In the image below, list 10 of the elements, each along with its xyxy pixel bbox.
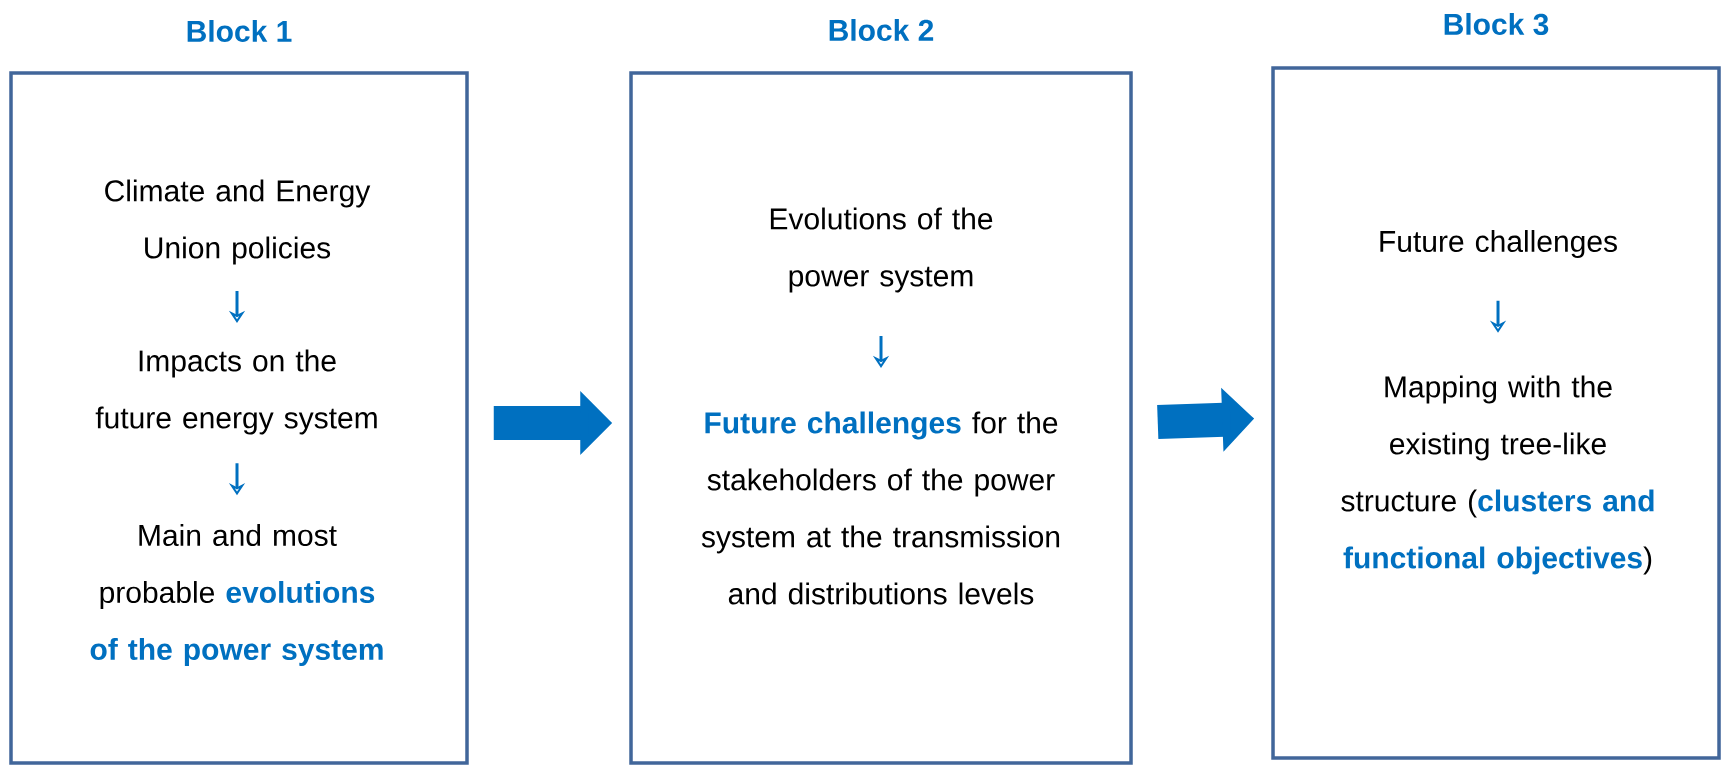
node-label: Block 2: [829, 18, 934, 42]
step-text: Evolutions of the power system: [770, 207, 993, 293]
step-text: Impacts on the future energy system: [95, 349, 377, 435]
step-text: Main and most probable evolutions of the power system: [90, 524, 383, 666]
step-text: Climate and Energy Union policies: [105, 179, 371, 265]
step-text: Mapping with the existing tree-like structure (clusters and functional objectives): [1341, 375, 1654, 575]
step-text: Future challenges for the stakeholders of the power system at the transmission and distributions levels: [701, 411, 1060, 605]
node-label: Block 1: [187, 19, 292, 43]
step-text: Future challenges: [1380, 230, 1617, 258]
node-label: Block 3: [1444, 12, 1549, 36]
